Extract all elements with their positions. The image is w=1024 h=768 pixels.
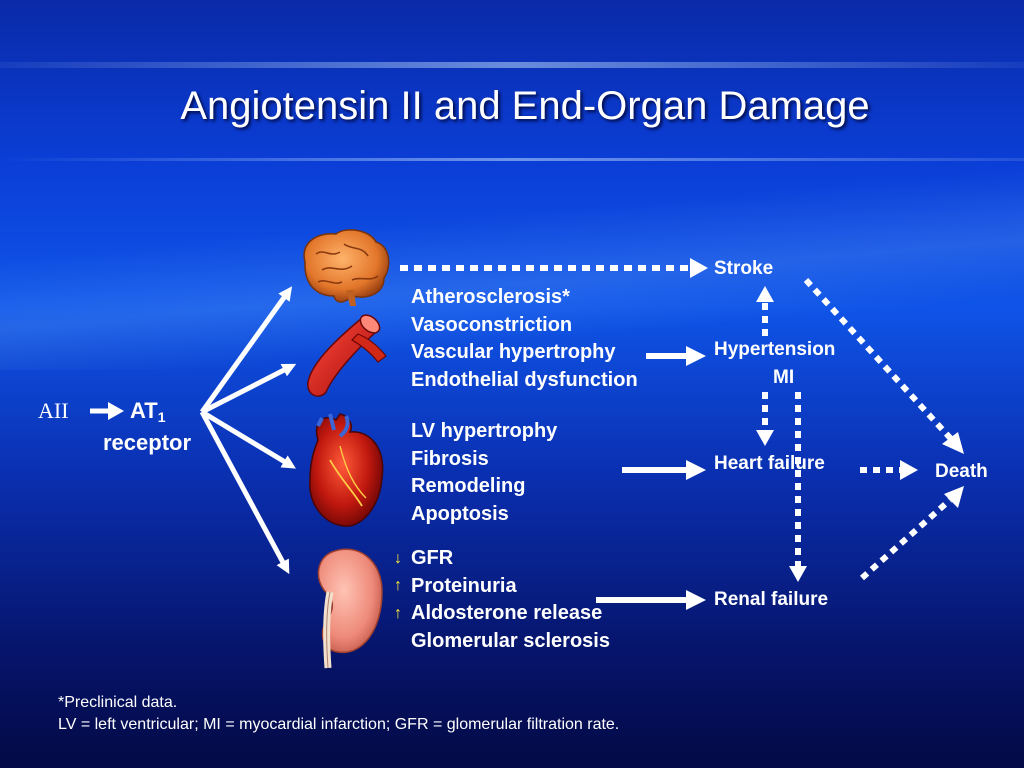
outcome-hypertension: Hypertension bbox=[714, 339, 836, 360]
renal-arrow-up-icon: ↑ bbox=[394, 605, 402, 622]
outcome-mi: MI bbox=[773, 367, 795, 388]
dotted-arrow-renalfailure-death bbox=[860, 486, 964, 581]
heart-icon bbox=[309, 413, 384, 527]
fan-arrows bbox=[199, 286, 297, 575]
renal-effect: Aldosterone release bbox=[411, 602, 603, 624]
dotted-arrow-stroke-death bbox=[803, 277, 964, 454]
fan-arrow-brain bbox=[199, 286, 293, 414]
dotted-arrow-heartfailure-death bbox=[860, 460, 918, 480]
at-subscript: 1 bbox=[157, 409, 166, 425]
vascular-effects-list: Atherosclerosis* Vasoconstriction Vascul… bbox=[411, 284, 638, 394]
vascular-effect: Atherosclerosis* bbox=[411, 286, 570, 308]
outcome-stroke: Stroke bbox=[714, 258, 774, 279]
vascular-effect: Endothelial dysfunction bbox=[411, 368, 638, 391]
kidney-icon bbox=[317, 548, 383, 669]
cardiac-effects-list: LV hypertrophy Fibrosis Remodeling Apopt… bbox=[411, 418, 557, 528]
aii-to-at1-arrow bbox=[90, 402, 124, 420]
footnote-preclinical: *Preclinical data. bbox=[58, 694, 178, 711]
receptor-label: receptor bbox=[103, 430, 192, 455]
brain-icon bbox=[303, 229, 390, 306]
renal-arrow-down-icon: ↓ bbox=[394, 550, 402, 567]
outcome-heart-failure: Heart failure bbox=[714, 453, 825, 474]
arrow-renal-renalfailure bbox=[596, 590, 706, 610]
artery-icon bbox=[307, 314, 387, 397]
fan-arrow-kidney bbox=[199, 410, 290, 575]
cardiac-effect: Apoptosis bbox=[411, 502, 509, 525]
arrow-vascular-hypertension bbox=[646, 346, 706, 366]
at1-receptor-label: AT1 bbox=[130, 398, 166, 425]
slide-title: Angiotensin II and End-Organ Damage bbox=[180, 84, 870, 128]
cardiac-effect: Fibrosis bbox=[411, 447, 489, 470]
dotted-arrow-hypertension-heartfailure bbox=[756, 392, 774, 446]
dotted-arrow-brain-stroke-head bbox=[690, 258, 708, 278]
aii-label: AII bbox=[38, 398, 69, 423]
renal-effect: Glomerular sclerosis bbox=[411, 629, 610, 652]
vascular-effect: Vasoconstriction bbox=[411, 313, 573, 336]
fan-arrow-heart bbox=[200, 409, 296, 469]
footnote-abbreviations: LV = left ventricular; MI = myocardial i… bbox=[58, 716, 620, 733]
renal-effects-list: GFR Proteinuria Aldosterone release Glom… bbox=[411, 545, 610, 655]
outcome-renal-failure: Renal failure bbox=[714, 589, 829, 610]
cardiac-effect: Remodeling bbox=[411, 475, 526, 497]
renal-effect: Proteinuria bbox=[411, 574, 517, 597]
arrow-cardiac-heartfailure bbox=[622, 460, 706, 480]
outcome-death: Death bbox=[935, 461, 988, 482]
at-text: AT bbox=[130, 398, 158, 423]
renal-effect: GFR bbox=[411, 547, 454, 569]
renal-arrow-up-icon: ↑ bbox=[394, 577, 402, 594]
fan-arrow-artery bbox=[200, 363, 297, 415]
dotted-arrow-mi-renalfailure bbox=[789, 392, 807, 582]
dotted-arrow-hypertension-stroke bbox=[756, 286, 774, 336]
cardiac-effect: LV hypertrophy bbox=[411, 420, 558, 442]
vascular-effect: Vascular hypertrophy bbox=[411, 341, 616, 363]
